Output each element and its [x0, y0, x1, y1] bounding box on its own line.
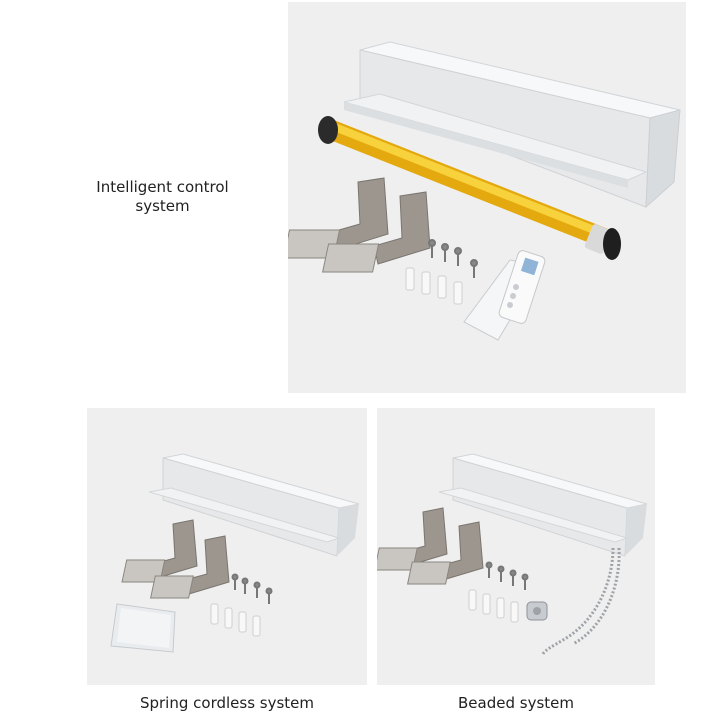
spring-cordless-photo [87, 408, 367, 685]
intelligent-control-label: Intelligent control system [96, 178, 229, 215]
wall-anchor-icon [210, 603, 261, 637]
mounting-bracket-icon [377, 507, 484, 585]
spring-cordless-illustration [110, 453, 360, 653]
intelligent-control-illustration [288, 41, 681, 341]
headrail-icon [148, 453, 360, 557]
motor-tube-icon [318, 116, 621, 260]
mounting-bracket-icon [121, 519, 230, 599]
spring-cordless-label: Spring cordless system [139, 694, 315, 712]
beaded-system-label: Beaded system [458, 694, 574, 712]
headrail-icon [438, 453, 648, 557]
mounting-bracket-icon [288, 177, 431, 273]
beaded-system-illustration [377, 453, 648, 655]
wall-anchor-icon [405, 267, 463, 305]
remote-control-icon [463, 250, 546, 341]
beaded-system-photo [377, 408, 655, 685]
screw-icon [428, 239, 478, 278]
spring-cover-icon [110, 603, 176, 653]
headrail-icon [343, 41, 681, 209]
screw-icon [231, 573, 273, 604]
intelligent-control-photo [288, 2, 686, 393]
wall-anchor-icon [468, 589, 519, 623]
bead-chain-icon [526, 547, 621, 655]
screw-icon [485, 561, 529, 590]
